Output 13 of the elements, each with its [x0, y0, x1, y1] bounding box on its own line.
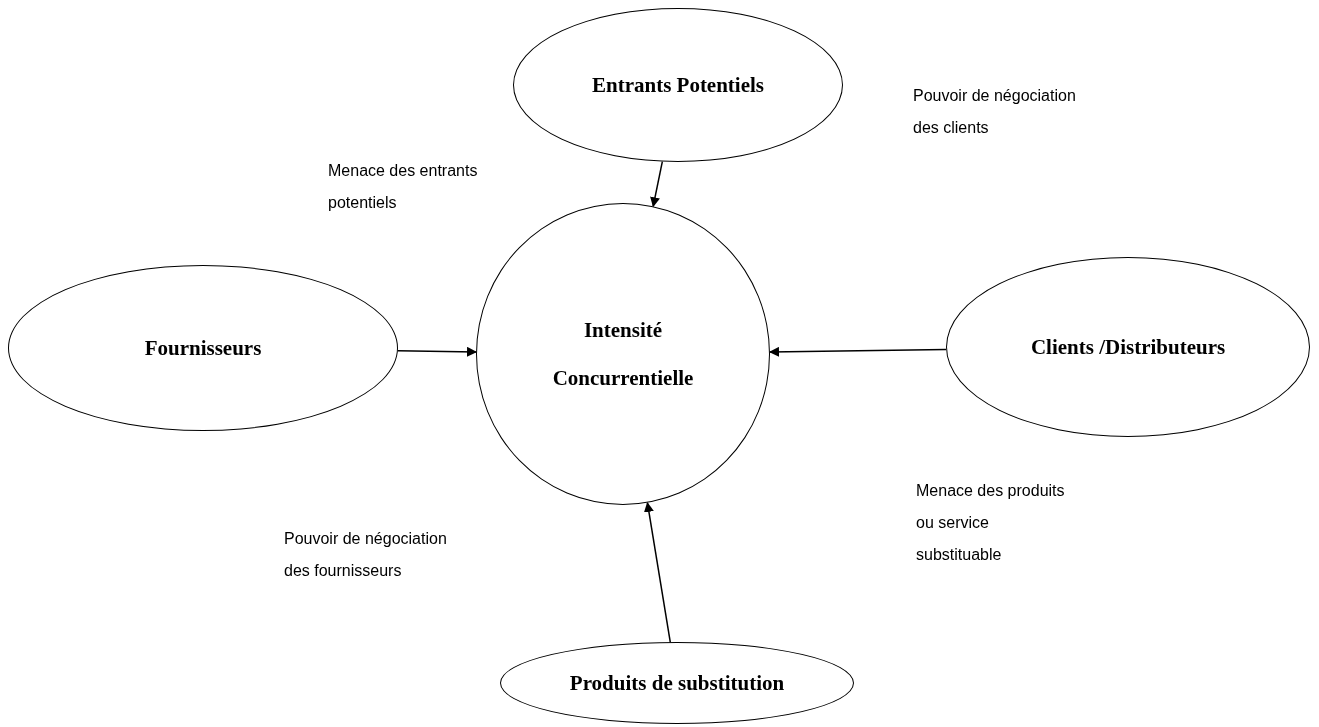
force-label: Menace des entrants potentiels — [328, 161, 478, 213]
force-label: Menace des produits ou service substituable — [916, 481, 1066, 565]
force-label: Pouvoir de négociation des clients — [913, 86, 1077, 138]
node-label: Clients /Distributeurs — [1029, 334, 1227, 361]
node-label: Intensité Concurrentielle — [551, 317, 695, 392]
arrow — [397, 346, 477, 357]
arrow — [650, 160, 664, 208]
force-label: Pouvoir de négociation des fournisseurs — [284, 529, 448, 581]
node-label: Fournisseurs — [143, 335, 263, 362]
node-label: Produits de substitution — [568, 670, 786, 697]
arrow — [769, 346, 947, 357]
node-label: Entrants Potentiels — [590, 72, 766, 99]
arrow — [643, 501, 672, 643]
